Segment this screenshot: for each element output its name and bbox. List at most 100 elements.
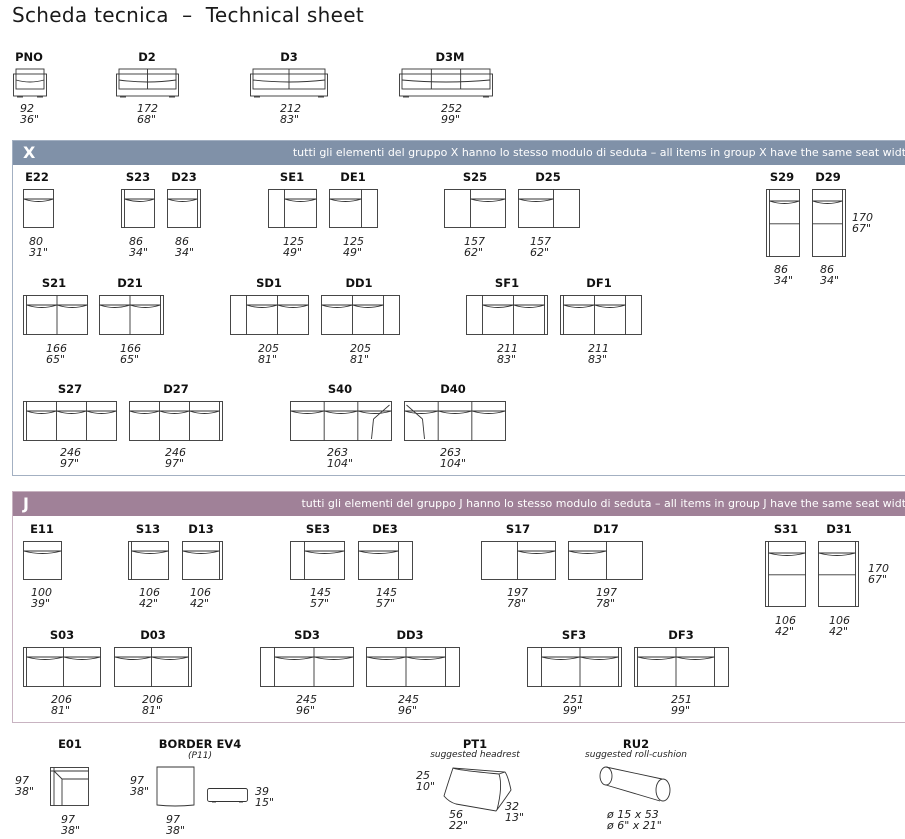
dim-width-in: 78" <box>507 597 527 610</box>
dim-width-in: 99" <box>563 704 583 717</box>
sofa-element-icon <box>404 401 506 441</box>
ottoman-side-icon <box>207 788 248 803</box>
sofa-element-icon <box>116 68 179 98</box>
dim-depth-in: 67" <box>852 222 872 235</box>
dim-width-cm: 166 <box>46 342 67 355</box>
dim-width-in: 38" <box>61 824 81 837</box>
item-code: RU2 <box>622 737 650 751</box>
dim-width-cm: 166 <box>120 342 141 355</box>
sofa-element-icon <box>23 647 101 687</box>
item-code: D17 <box>593 522 619 536</box>
dim-width-in: 22" <box>449 819 469 832</box>
dim-width-in: 104" <box>327 457 354 470</box>
item-code: S25 <box>462 170 488 184</box>
item-code: S31 <box>773 522 799 536</box>
dim-width-in: 34" <box>175 246 195 259</box>
dim-width-cm: 246 <box>165 446 186 459</box>
dim-width-in: 96" <box>296 704 316 717</box>
sofa-element-icon <box>329 189 378 228</box>
dim-width-cm: 92 <box>20 102 34 115</box>
group-j-panel: J tutti gli elementi del gruppo J hanno … <box>12 491 905 723</box>
item-code: PT1 <box>462 737 488 751</box>
dim-width-in: 62" <box>530 246 550 259</box>
group-x-panel: X tutti gli elementi del gruppo X hanno … <box>12 140 905 476</box>
sofa-element-icon <box>230 295 309 335</box>
item-code: D27 <box>163 382 189 396</box>
sofa-element-icon <box>766 189 800 257</box>
dim-depth-in: 38" <box>15 785 35 798</box>
dim-width-in: 42" <box>190 597 210 610</box>
item-code: D3M <box>435 50 465 64</box>
item-code: D2 <box>138 50 156 64</box>
sofa-element-icon <box>182 541 223 580</box>
item-code: S27 <box>57 382 83 396</box>
item-code: D03 <box>140 628 166 642</box>
item-code: D3 <box>280 50 298 64</box>
sofa-element-icon <box>321 295 400 335</box>
roll-cushion-icon <box>599 766 671 802</box>
dim-width-in: 81" <box>51 704 71 717</box>
dim-width-cm: 106 <box>829 614 850 627</box>
sofa-element-icon <box>268 189 317 228</box>
item-code: SE3 <box>305 522 331 536</box>
dim-width-cm: 97 <box>166 813 180 826</box>
dim-width-cm: 125 <box>343 235 364 248</box>
item-code: SD3 <box>294 628 320 642</box>
dim-width-in: 57" <box>376 597 396 610</box>
item-code: DD1 <box>345 276 373 290</box>
sofa-element-icon <box>444 189 506 228</box>
sofa-element-icon <box>481 541 556 580</box>
dim-width-cm: 157 <box>530 235 551 248</box>
sofa-element-icon <box>167 189 201 228</box>
sofa-element-icon <box>23 295 88 335</box>
sofa-element-icon <box>128 541 169 580</box>
sofa-element-icon <box>518 189 580 228</box>
dim-width-cm: 211 <box>588 342 609 355</box>
item-code: SE1 <box>279 170 305 184</box>
item-code: S21 <box>41 276 67 290</box>
item-code: SD1 <box>256 276 282 290</box>
sofa-element-icon <box>13 68 47 98</box>
sofa-element-icon <box>129 401 223 441</box>
ottoman-top-icon <box>156 766 195 807</box>
dim-width-cm: 251 <box>563 693 584 706</box>
dim-width-in: 83" <box>280 113 300 126</box>
sofa-element-icon <box>527 647 622 687</box>
sofa-element-icon <box>121 189 155 228</box>
item-code: SF3 <box>561 628 587 642</box>
item-code: S13 <box>135 522 161 536</box>
dim-width-cm: 263 <box>440 446 461 459</box>
dim-width-in: 57" <box>310 597 330 610</box>
sofa-element-icon <box>399 68 493 98</box>
sofa-element-icon <box>114 647 192 687</box>
item-code: SF1 <box>494 276 520 290</box>
dim-width-cm: 106 <box>190 586 211 599</box>
dim-width-in: 34" <box>129 246 149 259</box>
dim-width-in: 36" <box>20 113 40 126</box>
sofa-element-icon <box>358 541 413 580</box>
dim-depth-in: 13" <box>505 811 525 824</box>
dim-width-in: 83" <box>588 353 608 366</box>
item-code: PNO <box>15 50 43 64</box>
sofa-element-icon <box>260 647 354 687</box>
dim-width-cm: 86 <box>175 235 189 248</box>
item-code: D21 <box>117 276 143 290</box>
dim-width-cm: 106 <box>139 586 160 599</box>
dim-width-in: 34" <box>774 274 794 287</box>
dim-width-in: 81" <box>258 353 278 366</box>
dim-width-in: 49" <box>283 246 303 259</box>
sofa-element-icon <box>466 295 548 335</box>
dim-width-in: 31" <box>29 246 49 259</box>
dim-width-cm: 100 <box>31 586 52 599</box>
group-x-header: X tutti gli elementi del gruppo X hanno … <box>13 141 905 165</box>
dim-width-in: 39" <box>31 597 51 610</box>
item-code: BORDER EV4 <box>158 737 242 751</box>
dim-width-cm: 86 <box>774 263 788 276</box>
sofa-element-icon <box>99 295 164 335</box>
dim-width-cm: 86 <box>129 235 143 248</box>
dim-width-in: 96" <box>398 704 418 717</box>
sofa-element-icon <box>290 541 345 580</box>
dim-width-cm: 56 <box>449 808 463 821</box>
dim-diameter-cm: ø 15 x 53 <box>607 808 659 821</box>
group-letter: X <box>23 143 36 162</box>
